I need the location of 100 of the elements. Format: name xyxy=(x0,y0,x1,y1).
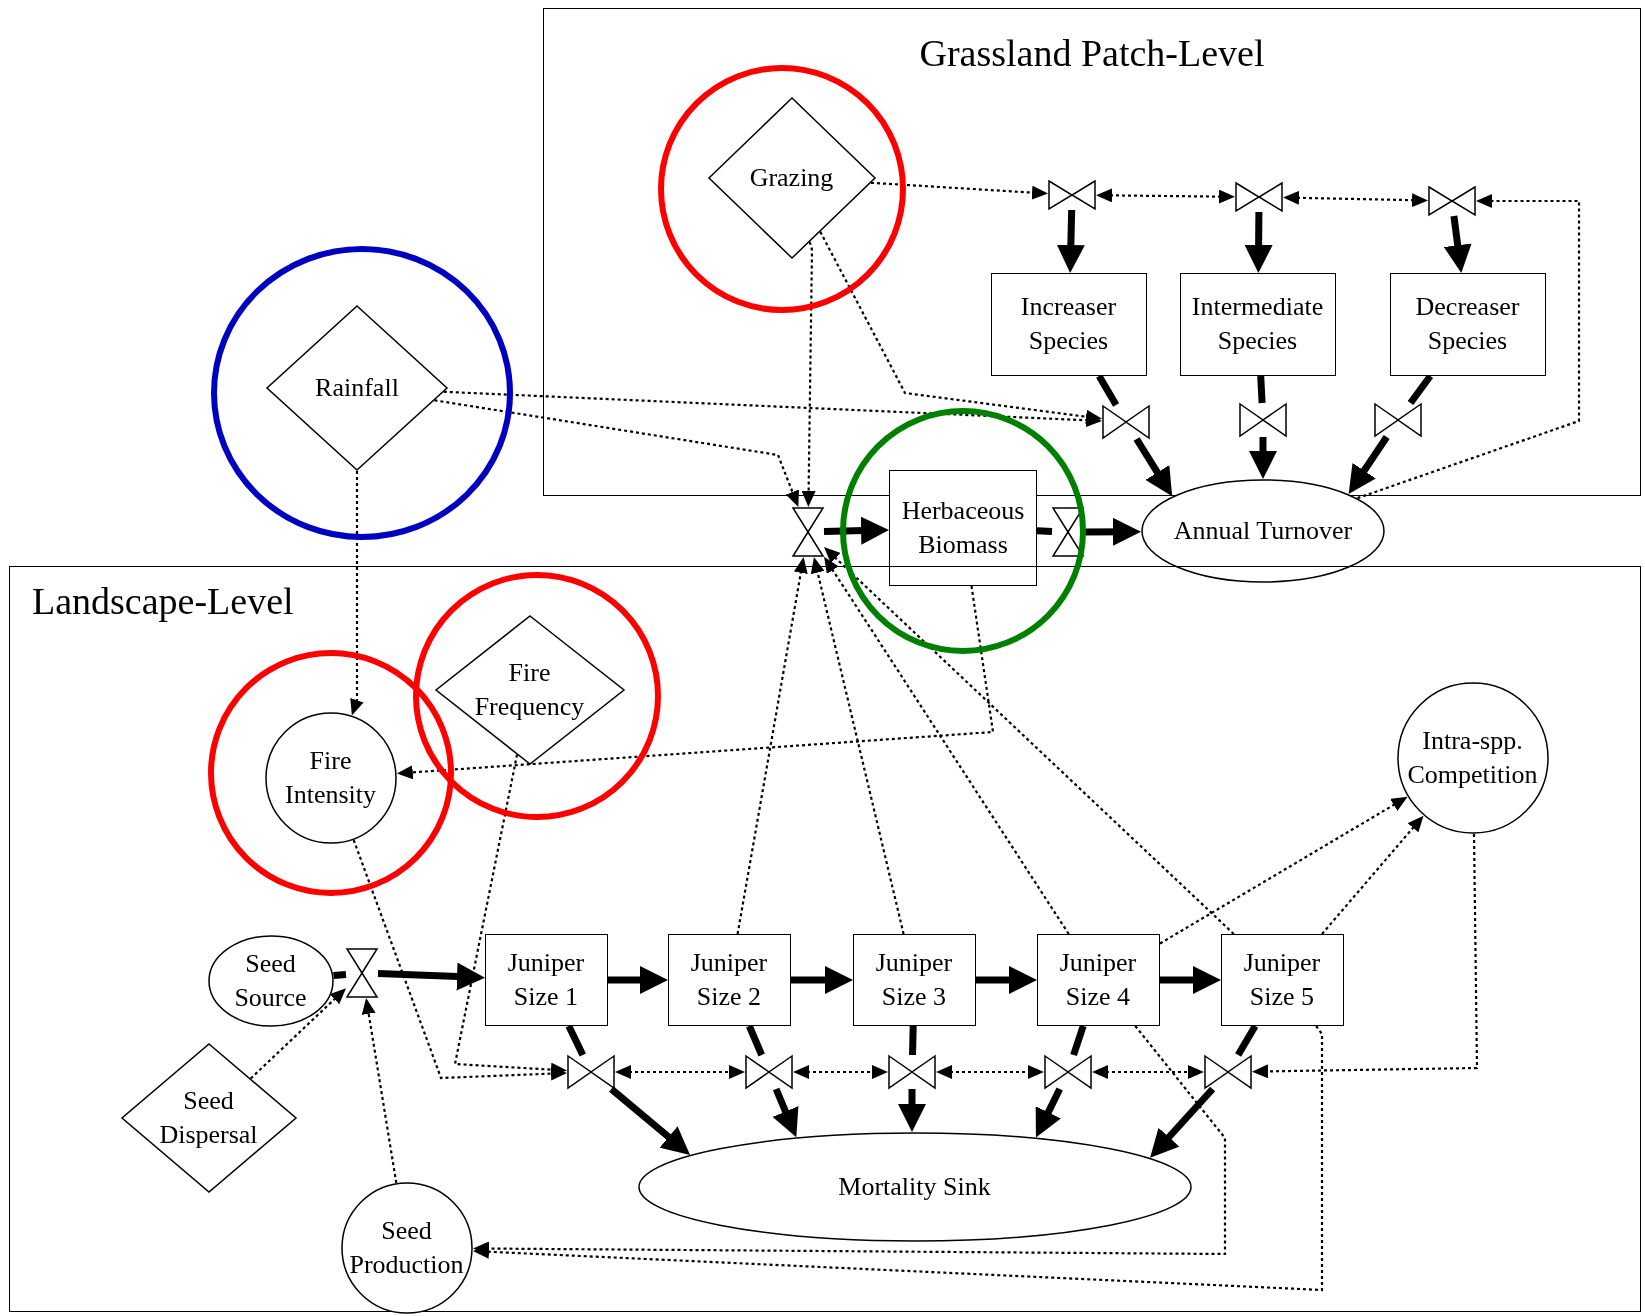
node-label: Fire Frequency xyxy=(473,656,586,723)
valve-symbol xyxy=(792,507,824,557)
group-box xyxy=(543,8,1641,496)
valve-symbol xyxy=(887,1054,936,1089)
valve-symbol xyxy=(1047,179,1096,210)
node-label: Juniper Size 1 xyxy=(506,946,586,1013)
dotted-arrow xyxy=(352,839,567,1081)
valve-symbol xyxy=(1234,181,1283,212)
dotted-arrow xyxy=(1096,188,1235,204)
process-box xyxy=(484,933,608,1026)
valve-symbol xyxy=(744,1054,793,1089)
decision-diamond xyxy=(266,305,448,471)
dotted-arrow xyxy=(1159,796,1408,945)
dotted-arrow xyxy=(434,399,799,507)
valve-symbol xyxy=(1373,402,1422,437)
dotted-arrow xyxy=(824,556,1070,935)
process-box xyxy=(1389,272,1546,376)
flow-line xyxy=(746,1024,765,1057)
flow-arrow xyxy=(791,966,853,994)
valve-symbol xyxy=(566,1054,615,1089)
dotted-arrow xyxy=(824,547,1235,935)
node-label: Juniper Size 2 xyxy=(689,946,769,1013)
flow-arrow xyxy=(1056,209,1085,273)
flow-line xyxy=(1070,1024,1087,1057)
process-box xyxy=(852,933,976,1026)
node-label: Juniper Size 4 xyxy=(1058,946,1138,1013)
ellipse-node xyxy=(637,1131,1192,1242)
node-label: Seed Dispersal xyxy=(158,1084,259,1151)
flow-arrow xyxy=(1249,437,1277,479)
dotted-arrow xyxy=(1321,815,1424,935)
node-label: Seed Source xyxy=(233,947,308,1014)
process-box xyxy=(1220,933,1344,1026)
node-label: Grazing xyxy=(749,161,834,194)
dotted-arrow xyxy=(443,390,1102,428)
decision-diamond xyxy=(120,1042,297,1193)
flow-line xyxy=(1235,1024,1259,1057)
dotted-arrow xyxy=(1252,834,1479,1079)
node-label: Mortality Sink xyxy=(838,1170,991,1203)
ellipse-node xyxy=(207,934,334,1027)
dotted-arrow xyxy=(819,231,1103,424)
flow-arrow xyxy=(823,516,889,545)
node-label: Herbaceous Biomass xyxy=(900,495,1026,561)
flow-arrow xyxy=(898,1089,926,1132)
flow-arrow xyxy=(1133,437,1173,497)
flow-arrow xyxy=(1348,435,1390,494)
dotted-arrow xyxy=(472,1025,1324,1292)
ellipse-node xyxy=(1141,479,1385,583)
node-label: Rainfall xyxy=(315,372,399,405)
node-label: Intermediate Species xyxy=(1190,291,1325,357)
valve-symbol xyxy=(1238,402,1287,437)
node-label: Seed Production xyxy=(348,1214,465,1281)
process-box xyxy=(1179,272,1336,376)
flow-arrow xyxy=(1160,966,1221,994)
group-box xyxy=(9,566,1641,1312)
dotted-arrow xyxy=(736,557,808,935)
dotted-arrow xyxy=(350,471,364,716)
flow-line xyxy=(909,1025,917,1056)
circle-node xyxy=(264,711,397,844)
flow-line xyxy=(565,1024,586,1057)
circle-node xyxy=(1396,681,1549,834)
flow-arrow xyxy=(772,1087,799,1138)
flow-arrow xyxy=(1244,211,1273,273)
flow-line xyxy=(1036,527,1053,535)
dotted-arrow xyxy=(1357,194,1581,500)
dotted-arrow xyxy=(473,1025,1227,1256)
process-box xyxy=(990,272,1147,376)
process-box xyxy=(1036,933,1160,1026)
valve-symbol xyxy=(1052,507,1084,557)
valve-symbol xyxy=(1427,185,1476,216)
group-title: Landscape-Level xyxy=(32,580,294,622)
node-label: Fire Intensity xyxy=(284,744,377,811)
dotted-arrow xyxy=(793,1065,888,1079)
flow-arrow xyxy=(1443,215,1472,273)
flow-line xyxy=(333,970,347,979)
flow-arrow xyxy=(976,966,1037,994)
group-title: Grassland Patch-Level xyxy=(919,32,1265,74)
process-box xyxy=(889,470,1037,586)
node-label: Juniper Size 5 xyxy=(1242,946,1322,1013)
node-label: Intra-spp. Competition xyxy=(1406,724,1539,791)
dotted-arrow xyxy=(249,988,346,1080)
node-label: Decreaser Species xyxy=(1414,291,1521,357)
dotted-arrow xyxy=(936,1065,1044,1079)
valve-symbol xyxy=(1043,1054,1092,1089)
dotted-arrow xyxy=(615,1065,745,1079)
flow-line xyxy=(1257,375,1266,404)
flow-line xyxy=(1096,374,1120,407)
dotted-arrow xyxy=(396,585,995,780)
node-label: Annual Turnover xyxy=(1173,515,1353,548)
dotted-arrow xyxy=(801,241,816,507)
dotted-arrow xyxy=(1092,1065,1204,1079)
dotted-arrow xyxy=(810,557,905,935)
decision-diamond xyxy=(434,614,625,765)
node-label: Increaser Species xyxy=(1019,291,1118,357)
node-label: Juniper Size 3 xyxy=(874,946,954,1013)
dotted-arrow xyxy=(870,181,1048,200)
flow-arrow xyxy=(1150,1086,1216,1158)
dotted-arrow xyxy=(453,754,567,1077)
flow-arrow xyxy=(609,1086,691,1155)
flow-arrow xyxy=(608,966,668,994)
valve-symbol xyxy=(345,947,378,998)
